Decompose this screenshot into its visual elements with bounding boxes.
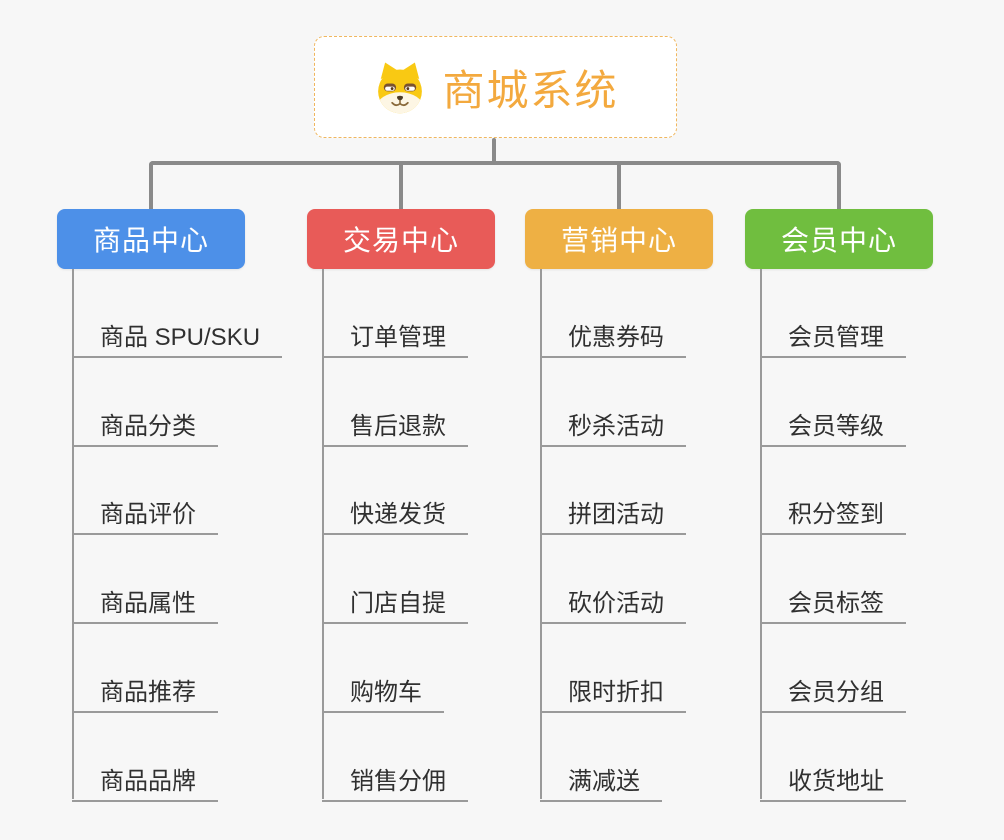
branch-item-label[interactable]: 砍价活动 — [540, 583, 686, 625]
branch-item-label[interactable]: 购物车 — [322, 672, 444, 713]
branch-item-label[interactable]: 商品分类 — [72, 406, 218, 447]
branch-item-list: 优惠券码秒杀活动拼团活动砍价活动限时折扣满减送 — [525, 269, 725, 802]
branch-header[interactable]: 商品中心 — [57, 209, 245, 269]
branch-item: 秒杀活动 — [525, 358, 725, 447]
branch-column: 营销中心优惠券码秒杀活动拼团活动砍价活动限时折扣满减送 — [525, 209, 725, 802]
connector-drop — [617, 161, 621, 210]
branch-header[interactable]: 会员中心 — [745, 209, 933, 269]
branch-item-label[interactable]: 收货地址 — [760, 761, 906, 802]
connector-bracket — [149, 161, 841, 210]
branch-item-label[interactable]: 销售分佣 — [322, 761, 468, 802]
root-node[interactable]: 商城系统 — [314, 36, 677, 138]
branch-item-label[interactable]: 商品属性 — [72, 583, 218, 625]
branch-item: 会员管理 — [745, 269, 945, 358]
branch-vline — [540, 269, 542, 799]
branch-item: 会员分组 — [745, 624, 945, 713]
branch-column: 商品中心商品 SPU/SKU 商品分类商品评价商品属性商品推荐商品品牌 — [57, 209, 283, 802]
branch-item: 订单管理 — [307, 269, 507, 358]
branch-item: 优惠券码 — [525, 269, 725, 358]
branch-header[interactable]: 营销中心 — [525, 209, 713, 269]
branch-vline — [760, 269, 762, 799]
branch-item-label[interactable]: 订单管理 — [322, 317, 468, 358]
branch-item: 商品推荐 — [57, 624, 257, 713]
branch-item-label[interactable]: 会员管理 — [760, 317, 906, 358]
connector-root-stem — [492, 138, 496, 165]
branch-item: 售后退款 — [307, 358, 507, 447]
branch-column: 会员中心会员管理会员等级积分签到会员标签会员分组收货地址 — [745, 209, 945, 802]
branch-vline — [72, 269, 74, 799]
branch-item: 商品属性 — [57, 535, 257, 625]
branch-item-label[interactable]: 商品推荐 — [72, 672, 218, 713]
branch-item-label[interactable]: 秒杀活动 — [540, 406, 686, 447]
branch-item-label[interactable]: 商品品牌 — [72, 761, 218, 802]
branch-item: 商品品牌 — [57, 713, 257, 802]
branch-item: 销售分佣 — [307, 713, 507, 802]
root-title: 商城系统 — [442, 66, 619, 114]
branch-column: 交易中心订单管理售后退款快递发货门店自提购物车销售分佣 — [307, 209, 507, 802]
branch-vline — [322, 269, 324, 799]
branch-item: 门店自提 — [307, 535, 507, 625]
branch-item: 限时折扣 — [525, 624, 725, 713]
branch-item-label[interactable]: 优惠券码 — [540, 317, 686, 358]
branch-item: 砍价活动 — [525, 535, 725, 625]
branch-item-label[interactable]: 门店自提 — [322, 583, 468, 625]
branch-item: 会员标签 — [745, 535, 945, 625]
dog-face-icon — [372, 59, 428, 115]
branch-item-label[interactable]: 限时折扣 — [540, 672, 686, 713]
branch-header[interactable]: 交易中心 — [307, 209, 495, 269]
branch-item: 购物车 — [307, 624, 507, 713]
branch-item-list: 会员管理会员等级积分签到会员标签会员分组收货地址 — [745, 269, 945, 802]
branch-item: 商品分类 — [57, 358, 257, 447]
branch-item-label[interactable]: 商品评价 — [72, 494, 218, 536]
branch-item: 收货地址 — [745, 713, 945, 802]
branch-item-label[interactable]: 会员等级 — [760, 406, 906, 447]
branch-item: 积分签到 — [745, 447, 945, 536]
branch-item: 快递发货 — [307, 447, 507, 536]
branch-item-label[interactable]: 积分签到 — [760, 494, 906, 536]
branch-item-label[interactable]: 售后退款 — [322, 406, 468, 447]
branch-item: 满减送 — [525, 713, 725, 802]
branch-item-list: 订单管理售后退款快递发货门店自提购物车销售分佣 — [307, 269, 507, 802]
branch-item: 商品 SPU/SKU — [57, 269, 283, 358]
branch-item-list: 商品 SPU/SKU 商品分类商品评价商品属性商品推荐商品品牌 — [57, 269, 283, 802]
branch-item-label[interactable]: 会员分组 — [760, 672, 906, 713]
branch-item-label[interactable]: 满减送 — [540, 761, 662, 802]
branch-item-label[interactable]: 快递发货 — [322, 494, 468, 536]
branch-item: 会员等级 — [745, 358, 945, 447]
branch-item-label[interactable]: 商品 SPU/SKU — [72, 317, 283, 358]
branch-item: 拼团活动 — [525, 447, 725, 536]
branch-item: 商品评价 — [57, 447, 257, 536]
branch-item-label[interactable]: 会员标签 — [760, 583, 906, 625]
connector-drop — [399, 161, 403, 210]
branch-item-label[interactable]: 拼团活动 — [540, 494, 686, 536]
